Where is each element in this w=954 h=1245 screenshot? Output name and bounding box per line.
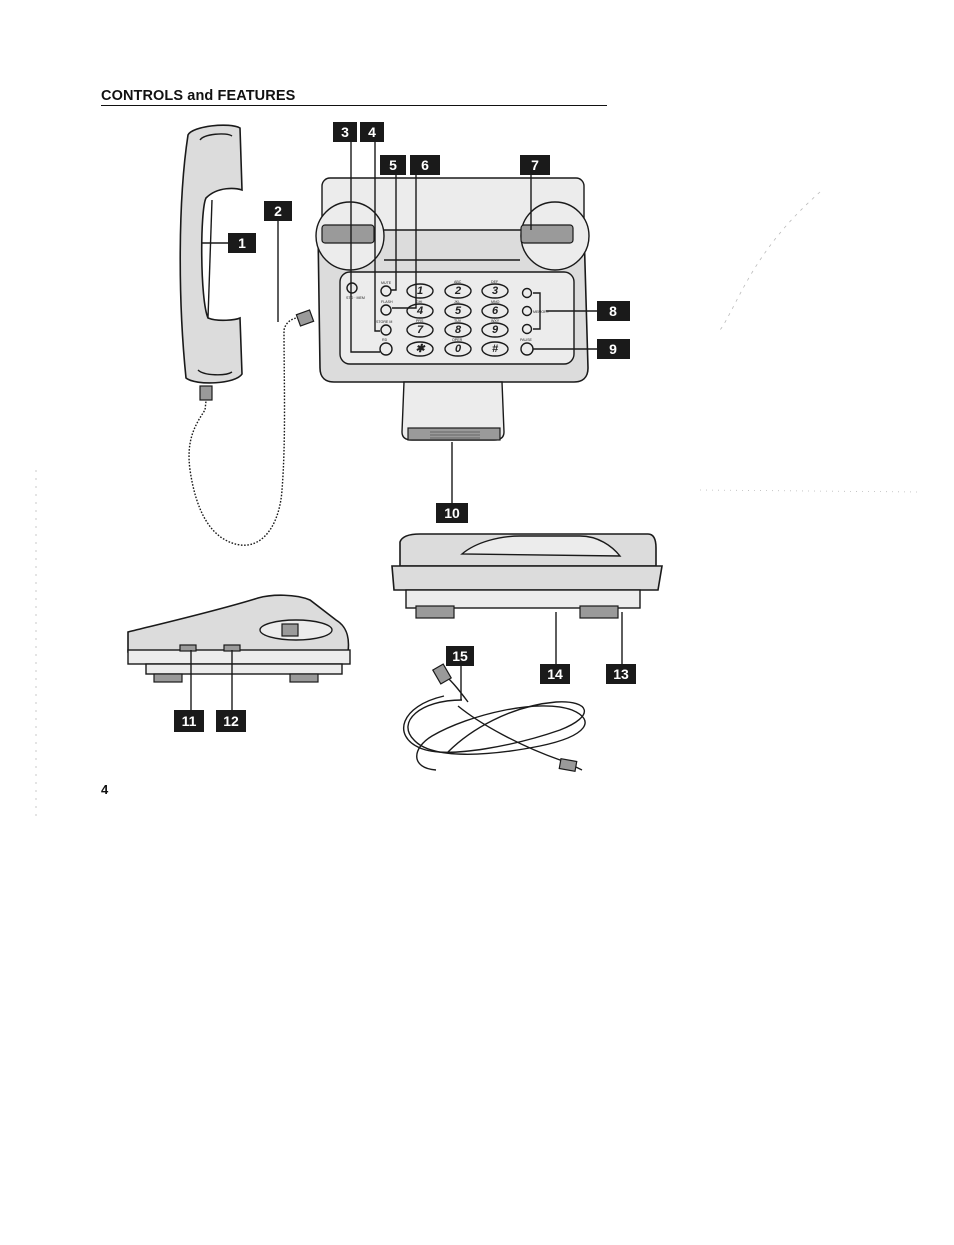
page-title: CONTROLS and FEATURES [101,88,607,106]
dial-mode-label: STO · MEM [346,296,365,300]
svg-text:10: 10 [444,505,460,521]
key-0: 0 [455,343,462,355]
callout-12: 12 [216,710,246,732]
key-2: 2 [454,285,461,297]
base-top-view: MUTE FLASH STORE M RD STO · MEM 1 2 3 4 … [315,177,590,441]
line-cord [403,663,586,773]
redial-label: RD [382,338,388,342]
key-pound: # [492,343,499,355]
callout-9: 9 [597,339,630,359]
svg-text:TUV: TUV [454,319,462,323]
redial-button [379,342,393,356]
callout-11: 11 [174,710,204,732]
callout-15: 15 [446,646,474,666]
callout-14: 14 [540,664,570,684]
callout-5: 5 [380,155,406,175]
mute-label: MUTE [381,281,392,285]
key-3: 3 [492,285,498,297]
base-side-view [127,594,351,683]
store-label: STORE M [376,320,392,324]
flash-label: FLASH [381,300,393,304]
mute-button [380,285,392,297]
svg-text:9: 9 [609,341,617,357]
svg-text:MNO: MNO [491,300,500,304]
key-9: 9 [492,324,499,336]
svg-text:WXY: WXY [491,319,500,323]
memory-label: MEMORY [533,310,550,314]
callout-6: 6 [410,155,440,175]
svg-text:2: 2 [274,203,282,219]
svg-text:14: 14 [547,666,563,682]
pause-button [520,342,534,356]
page-number: 4 [101,782,109,797]
key-8: 8 [455,324,462,336]
callout-2: 2 [264,201,292,221]
svg-text:3: 3 [341,124,349,140]
svg-text:5: 5 [389,157,397,173]
svg-text:JKL: JKL [454,300,460,304]
svg-text:DEF: DEF [491,280,499,284]
svg-text:12: 12 [223,713,239,729]
svg-text:OPER: OPER [452,338,463,342]
svg-text:6: 6 [421,157,429,173]
memory-c-button [521,323,533,335]
handset [179,124,243,384]
key-4: 4 [416,305,423,317]
key-5: 5 [455,305,462,317]
svg-text:GHI: GHI [416,300,422,304]
callout-8: 8 [597,301,630,321]
callout-3: 3 [333,122,357,142]
memory-a-button [521,287,533,299]
key-7: 7 [417,324,424,336]
svg-text:PRS: PRS [416,319,424,323]
callout-1: 1 [228,233,256,253]
keypad: 1 2 3 4 5 6 7 8 9 ✱ 0 # ABC DEF GHI JKL … [406,280,509,357]
memory-b-button [521,305,533,317]
handset-cord [188,309,315,546]
svg-text:13: 13 [613,666,629,682]
svg-text:15: 15 [452,648,468,664]
store-button [380,324,392,336]
callout-4: 4 [360,122,384,142]
key-star: ✱ [415,343,426,355]
base-front-view [391,533,663,619]
svg-text:1: 1 [238,235,246,251]
callout-7: 7 [520,155,550,175]
svg-text:4: 4 [368,124,376,140]
callout-10: 10 [436,503,468,523]
flash-button [380,304,392,316]
svg-text:7: 7 [531,157,539,173]
callout-13: 13 [606,664,636,684]
key-6: 6 [492,305,499,317]
svg-text:11: 11 [182,713,197,729]
key-1: 1 [417,285,423,297]
svg-text:8: 8 [609,303,617,319]
pause-label: PAUSE [520,338,533,342]
svg-text:ABC: ABC [454,280,462,284]
